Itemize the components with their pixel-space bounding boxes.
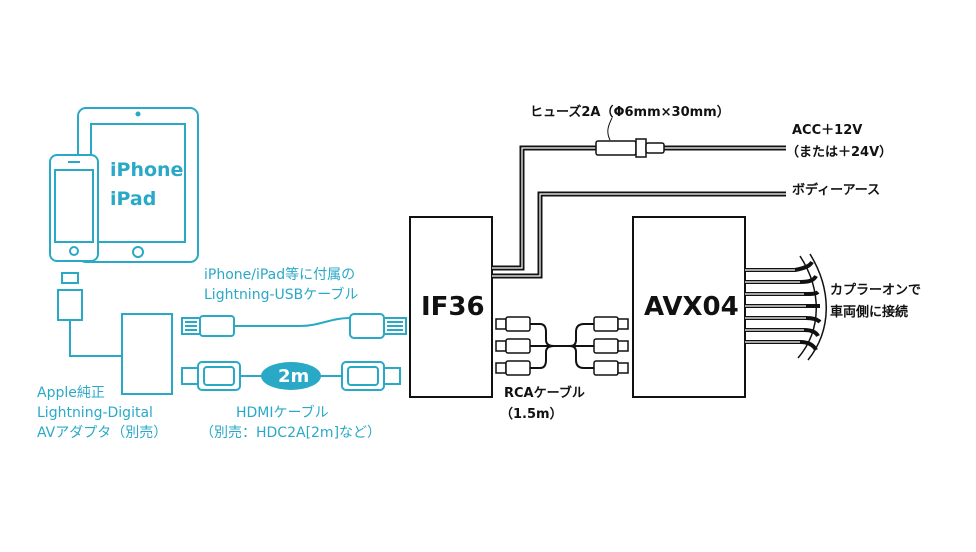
hdmi-label-line2: （別売：HDC2A[2m]など） [200, 425, 382, 441]
iphone-device [49, 154, 99, 262]
rca-plugs [495, 316, 629, 376]
ground-line-inner [492, 193, 786, 277]
ground-label: ボディーアース [792, 183, 881, 198]
iphone-label: iPhone [110, 159, 184, 181]
lightning-usb-label-line1: iPhone/iPad等に付属の [204, 267, 356, 283]
hdmi-length-text: 2m [278, 366, 310, 387]
av-adapter-label-line1: Apple純正 [37, 385, 105, 401]
rca-label-line1: RCAケーブル [504, 386, 585, 401]
coupler-label-line2: 車両側に接続 [830, 305, 909, 320]
fuse-holder [595, 138, 665, 158]
lightning-usb-label-line2: Lightning-USBケーブル [204, 287, 359, 303]
if36-box [409, 216, 493, 398]
avx04-title: AVX04 [644, 292, 739, 322]
av-adapter-label-line2: Lightning-Digital [37, 405, 153, 421]
acc-power-line-inner [492, 147, 786, 269]
lightning-usb-cable [181, 313, 407, 339]
hdmi-length-pill [261, 362, 321, 390]
harness-break-lines [745, 269, 806, 343]
coupler-label-line1: カプラーオンで [830, 283, 922, 298]
avx04-box [632, 216, 746, 398]
fuse-pointer [607, 117, 613, 141]
lightning-connector [57, 272, 122, 357]
ipad-label: iPad [110, 188, 157, 210]
hdmi-cable [181, 361, 401, 391]
harness-break-mark-2 [807, 253, 827, 361]
av-adapter-box [121, 313, 173, 395]
hdmi-label-line1: HDMIケーブル [236, 405, 329, 421]
fuse-label: ヒューズ2A（Φ6mm×30mm） [530, 105, 730, 120]
harness-break-mark [797, 255, 817, 359]
if36-title: IF36 [421, 292, 485, 322]
rca-cable [530, 323, 594, 369]
acc-label-line1: ACC＋12V [792, 123, 863, 138]
av-adapter-label-line3: AVアダプタ（別売） [37, 425, 168, 441]
rca-label-line2: （1.5m） [500, 407, 563, 422]
acc-label-line2: （または＋24V） [786, 145, 893, 160]
